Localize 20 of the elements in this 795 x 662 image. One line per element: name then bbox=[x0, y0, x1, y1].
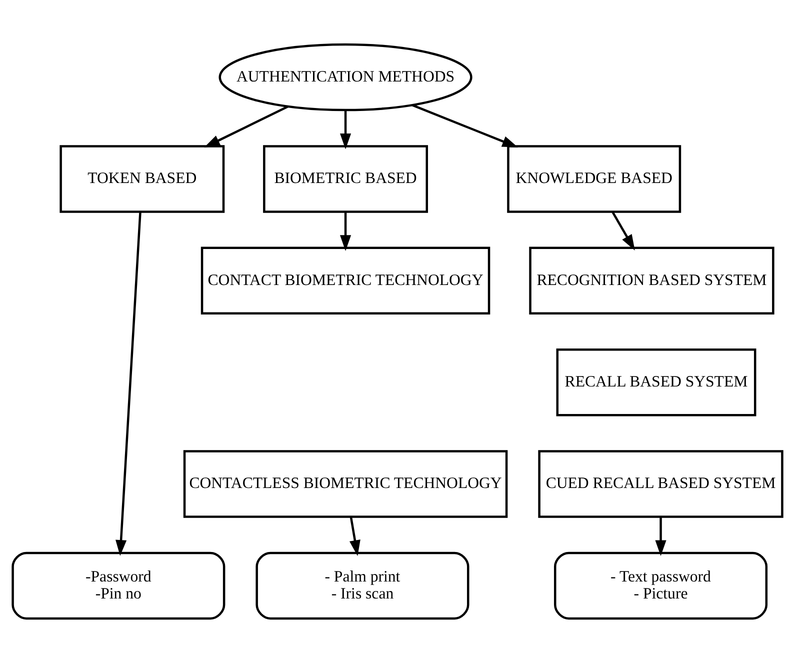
node-box: -Password -Pin no bbox=[12, 551, 226, 620]
arrow bbox=[204, 105, 288, 148]
node-box: - Palm print - Iris scan bbox=[256, 551, 470, 620]
node-box: RECOGNITION BASED SYSTEM bbox=[529, 246, 774, 314]
arrow bbox=[655, 516, 666, 556]
arrow bbox=[412, 104, 518, 147]
node-ellipse: AUTHENTICATION METHODS bbox=[218, 42, 472, 111]
node-box: - Text password - Picture bbox=[554, 551, 768, 620]
node-box: TOKEN BASED bbox=[60, 144, 225, 212]
arrow bbox=[349, 516, 360, 556]
node-box: CONTACT BIOMETRIC TECHNOLOGY bbox=[200, 246, 490, 314]
arrow bbox=[116, 211, 142, 556]
node-box: RECALL BASED SYSTEM bbox=[556, 348, 756, 416]
node-box: CUED RECALL BASED SYSTEM bbox=[538, 450, 784, 518]
node-box: KNOWLEDGE BASED bbox=[507, 144, 682, 212]
node-box: BIOMETRIC BASED bbox=[263, 144, 428, 212]
arrow bbox=[340, 212, 352, 250]
arrow bbox=[612, 211, 635, 250]
arrow bbox=[340, 110, 352, 149]
node-box: CONTACTLESS BIOMETRIC TECHNOLOGY bbox=[183, 450, 508, 518]
